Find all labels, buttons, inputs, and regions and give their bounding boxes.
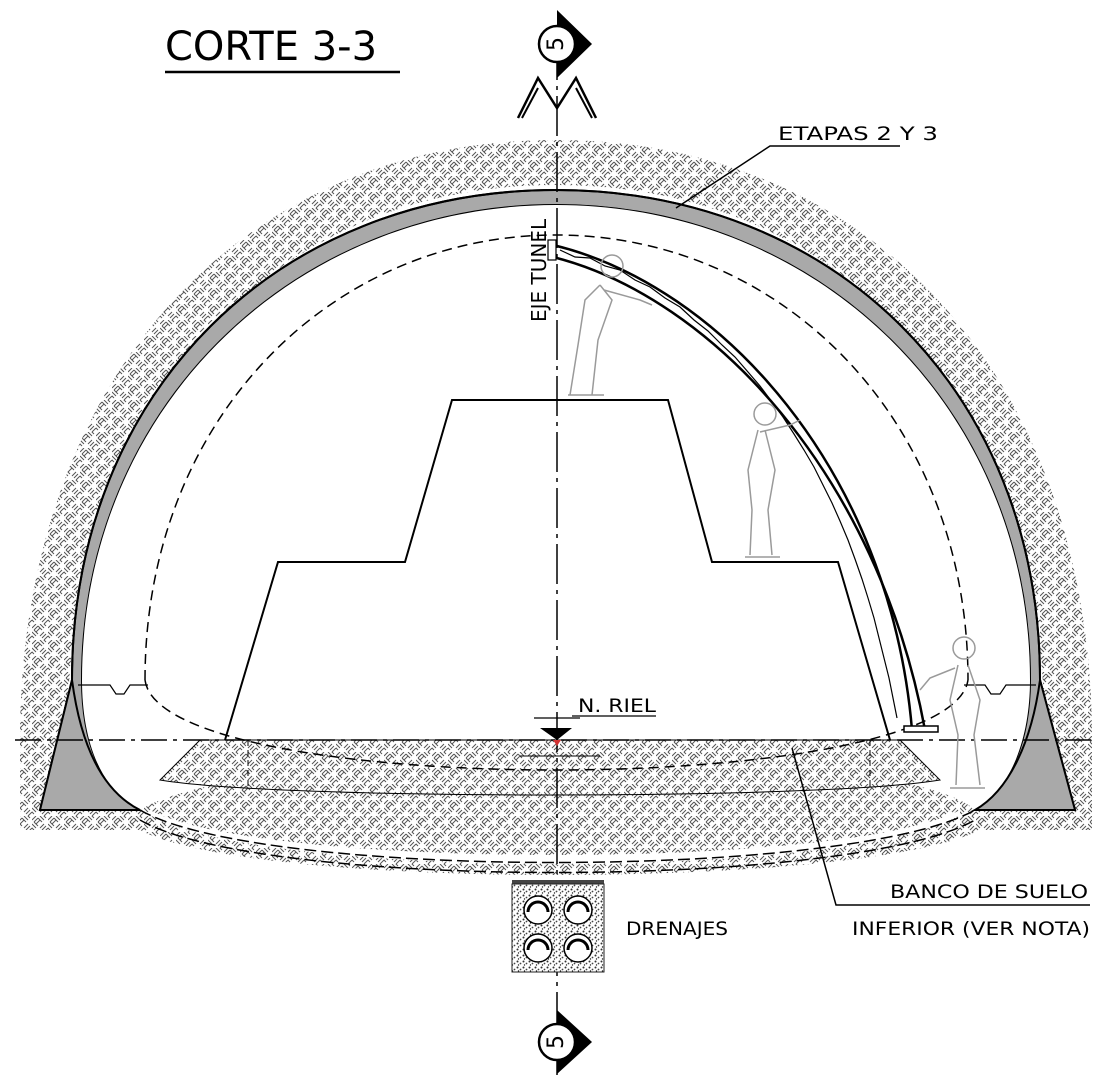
worker-figure-middle	[745, 402, 801, 558]
section-marker-top-label: 5	[544, 37, 569, 51]
drawing-title: CORTE 3-3	[165, 24, 377, 70]
eje-tunel-label: EJE TUNEL	[527, 218, 551, 322]
rail-level-marker	[520, 715, 656, 757]
banco-label-line1: BANCO DE SUELO	[890, 881, 1088, 903]
section-marker-top: 5	[516, 10, 598, 119]
steel-lattice-arch	[547, 239, 939, 733]
notch-left	[78, 684, 148, 695]
nivel-riel-label: N. RIEL	[578, 695, 656, 717]
excavation-dashed-invert	[144, 679, 969, 771]
section-marker-bottom: 5	[537, 1010, 592, 1074]
worker-figure-top	[568, 254, 653, 396]
etapas-leader	[675, 145, 900, 209]
lining-foot-right	[971, 679, 1077, 811]
banco-de-suelo	[158, 739, 942, 796]
section-marker-bottom-label: 5	[544, 1035, 569, 1049]
banco-label-line2: INFERIOR (VER NOTA)	[852, 918, 1090, 940]
notch-right	[964, 684, 1036, 695]
stepped-core-profile	[224, 399, 891, 741]
lining-foot-left	[38, 679, 141, 811]
worker-figure-bottom	[919, 636, 985, 789]
excavation-dashed-arch	[144, 234, 969, 681]
drainage-box	[511, 880, 605, 973]
banco-leader	[791, 747, 1090, 906]
etapas-label: ETAPAS 2 Y 3	[778, 123, 938, 145]
drenajes-label: DRENAJES	[626, 918, 728, 940]
